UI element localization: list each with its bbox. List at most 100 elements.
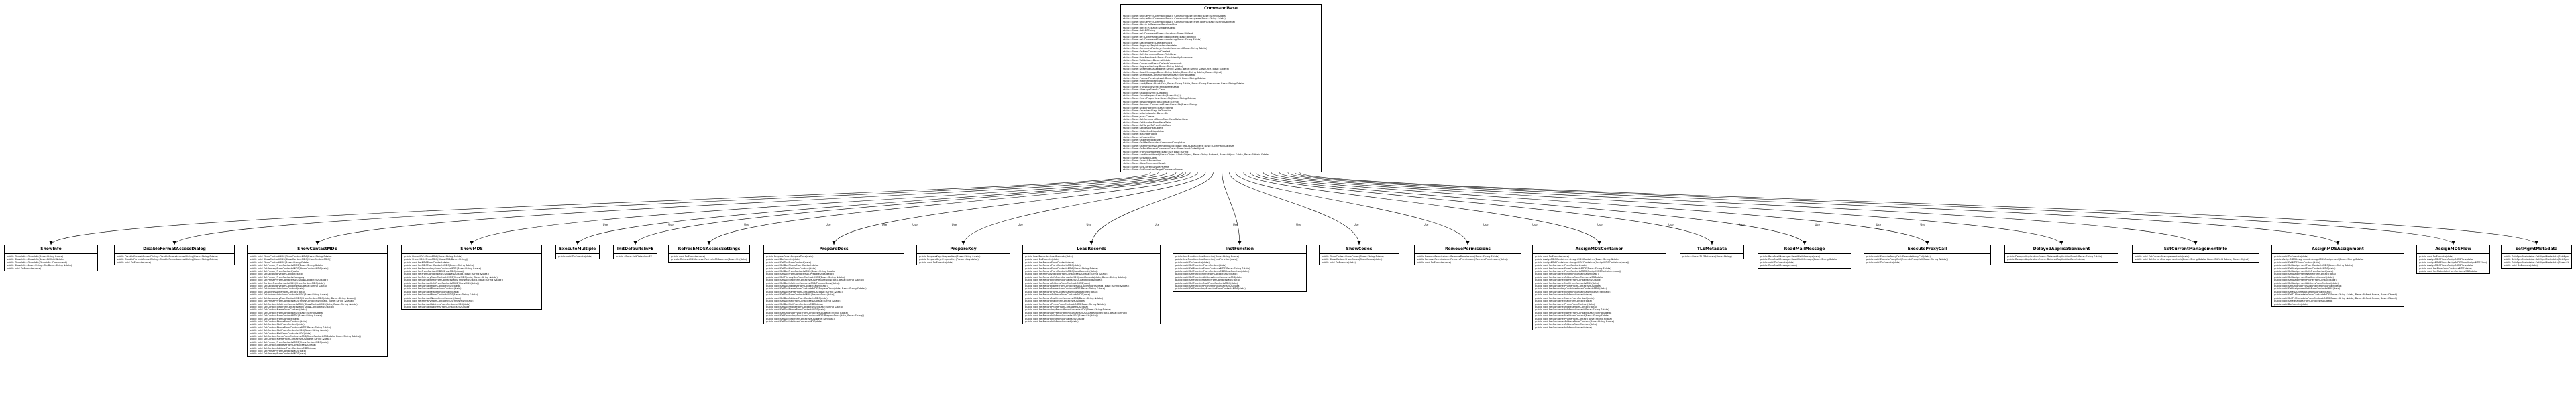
method-signature: public void SetContactNameFromContact(da… [250, 308, 307, 312]
method-signature: public void SetMetadataFromContactsMDS(d… [2274, 300, 2333, 303]
class-title: DelayedApplicationEvent [2005, 245, 2118, 254]
edge-label: Use [1086, 223, 1091, 226]
method-signature: public void SetMDSMetadataFromContact(da… [2274, 290, 2332, 293]
method-list: public void ExecuteProxyCall::ExecutePro… [1864, 254, 1990, 265]
method-signature: public void SetDocFromContactMDS(Prepare… [766, 273, 834, 276]
method-signature: public void SetContainerNameFromContact(… [1535, 311, 1612, 314]
arrowhead [1089, 241, 1093, 245]
method-signature: public void DoExecute(data) [7, 267, 41, 270]
method-signature: static ::Base::OnNewCommandCreated [1123, 50, 1171, 53]
method-signature: public void SetSecondaryDocFromContactsM… [766, 311, 849, 314]
edge-label: Use [1296, 223, 1301, 226]
method-signature: public void SetContactAddressFromContact… [404, 302, 470, 306]
method-signature: static ::Base::OnLoadEvent::Dispatch [1123, 91, 1168, 94]
edge-label: Use [1354, 223, 1359, 226]
method-signature: public void SetPrimaryFromContactsMDS(Sh… [250, 300, 354, 303]
method-signature: public void SetContactInfoFromContactsMD… [404, 281, 479, 285]
method-list: public void DoExecute(data)private Refre… [669, 254, 749, 263]
dependency-edge [1229, 172, 1360, 245]
method-signature: public ShowMDS::ShowMDS(ShowMDS(Base::St… [404, 258, 468, 261]
method-signature: public void SetContainerPhoneFromContact… [1535, 285, 1602, 288]
dependency-edge [1271, 172, 2062, 245]
method-list: public ShowCodes::ShowCodes(Base::String… [1320, 254, 1399, 265]
method-signature: public void SetAssignmentInfoFromContact… [2274, 270, 2334, 273]
dependency-edge [1299, 172, 2537, 245]
method-signature: static ::Base::OnBeforeExecute [1123, 139, 1161, 142]
method-signature: static ::Base::ref::CommandBase::allocat… [1123, 32, 1193, 36]
method-signature: public void SetAddressInfoFromContactsMD… [250, 293, 329, 297]
method-signature: static ::Base::FrameCompleted::Base::Str… [1123, 150, 1189, 153]
dependency-edge [577, 172, 1183, 245]
method-signature: public void SetRecordInfoFromContact(dat… [1025, 320, 1079, 323]
method-signature: public void SetRecordMailFromContactsMDS… [1025, 296, 1103, 300]
method-signature: static ::Base::Ref::BSString [1123, 29, 1156, 33]
method-signature: static ::Base::InitFromObject(data) [1123, 79, 1165, 82]
method-signature: public ShowInfo::ShowInfo(Base::String &… [7, 255, 64, 258]
method-signature: static ::Base::GetCurrentDisplayName [1123, 165, 1169, 168]
method-signature: public void SetFunctionMailFromContactsM… [1175, 281, 1238, 285]
method-signature: static ::Base::SetHandlerFromMetaData [1123, 121, 1171, 124]
method-signature: public void SetContactInfoFromContactsMD… [250, 305, 334, 308]
method-signature: public void SetRecordAddressFromContacts… [1025, 281, 1091, 285]
edge-label: Use [1018, 223, 1023, 226]
edge-label: Use [826, 223, 831, 226]
method-signature: public ReadMailMessage::ReadMailMessage(… [1760, 258, 1838, 261]
method-signature: public void SetContactNameFromContactsMD… [250, 338, 331, 341]
method-list: public ReadMailMessage::ReadMailMessage(… [1758, 254, 1851, 269]
method-signature: public void SetTLSMetadataFromContactsMD… [2274, 293, 2398, 297]
class-title: TLSMetadata [1680, 245, 1743, 254]
method-signature: public void SetDocInfoFromContactsMDS(da… [766, 320, 823, 323]
method-signature: static ::Base::uniquePtr<CommandBase> Co… [1123, 15, 1227, 17]
method-signature: public void SetRecordAddressFromContacts… [1025, 293, 1091, 297]
arrowhead [2059, 241, 2063, 245]
method-signature: static ::Base::Restore::CommandBase::Bas… [1123, 103, 1198, 107]
dependency-edge [1235, 172, 1468, 245]
class-title: PrepareDocs [764, 245, 904, 254]
method-signature: static ::Base::StackFrame::DeleteImplici… [1123, 41, 1173, 44]
method-list: public ShowMDS::ShowMDS(Base::String &da… [402, 254, 541, 310]
dependency-edge [1255, 172, 1805, 245]
method-signature: static ::Base::Ref::CommandBase::FieldBa… [1123, 53, 1177, 56]
method-signature: public void DoExecute(data) [919, 261, 953, 264]
method-signature: public void ExecuteProxyCall(ExecuteProx… [1866, 258, 1949, 261]
method-signature: public void SetDocNameFromContactsMDS(Ba… [766, 290, 843, 293]
method-signature: public void SetContactAddressFromContact… [250, 344, 316, 347]
edge-label: Use [1597, 223, 1603, 226]
method-signature: static ::Base::GetStaticData [1123, 156, 1157, 159]
method-signature: public void SetAssignmentPhoneFromContac… [2274, 279, 2337, 282]
method-signature: public ::Base::TLSMetadata(Base::String) [1682, 255, 1732, 258]
method-list: public SetMgmtMetadata::SetMgmtMetadata(… [2502, 254, 2571, 269]
arrowhead [1238, 241, 1242, 245]
method-signature: static ::Base::TransitionEvent::PrepareM… [1123, 85, 1180, 88]
method-signature: public void DoExecute(data) [1175, 261, 1210, 264]
method-signature: public DisableFormatAccessDialog::Disabl… [117, 255, 218, 258]
method-signature: public ShowInfo::Base::String::Str(Base:… [7, 264, 72, 267]
method-signature: public void SetPrimaryFromContactsMDS(Sh… [250, 340, 329, 344]
method-signature: static ::Base::DoExtractUnit::Base::Stri… [1123, 106, 1173, 109]
method-signature: public void SetMetadataFromContactsMDS(d… [2419, 270, 2478, 273]
method-signature: public AssignMDSFlow::AssignMDSFlow(data… [2419, 264, 2474, 267]
method-signature: public void SetDocPhoneFromContact(data) [766, 264, 819, 267]
edge-label: Use [1483, 223, 1489, 226]
method-signature: public void SetFromContactMDS(ShowMDS(da… [404, 270, 464, 273]
method-signature: public void SetPrimaryFromContactsMDS(Ba… [250, 264, 324, 267]
method-signature: public void SetContactMailFromContact(da… [404, 290, 459, 293]
class-title: ShowInfo [5, 245, 97, 254]
method-signature: public DelayedApplicationEvent::DelayedA… [2007, 255, 2102, 258]
method-signature: public PrepareDocs::PrepareDocs(data) [766, 255, 814, 258]
method-signature: static ::Base::Json::Create [1123, 115, 1155, 118]
method-signature: public void SetPrimaryFromContactsMDS(da… [250, 350, 307, 352]
method-signature: public void DoExecute(data) [558, 255, 592, 258]
method-signature: public void SetAssignmentMailFromContact… [2274, 275, 2334, 279]
dependency-edge [50, 172, 1151, 245]
arrowhead [707, 241, 711, 245]
method-signature: public void SetRecordInfoFromContactsMDS… [1025, 314, 1098, 318]
method-signature: public void SetContainerInfoFromContact(… [1535, 308, 1609, 312]
method-signature: public void SetContainerNameFromContacts… [1535, 279, 1601, 282]
method-signature: public void SetContainerInfoFromContacts… [1535, 273, 1599, 276]
